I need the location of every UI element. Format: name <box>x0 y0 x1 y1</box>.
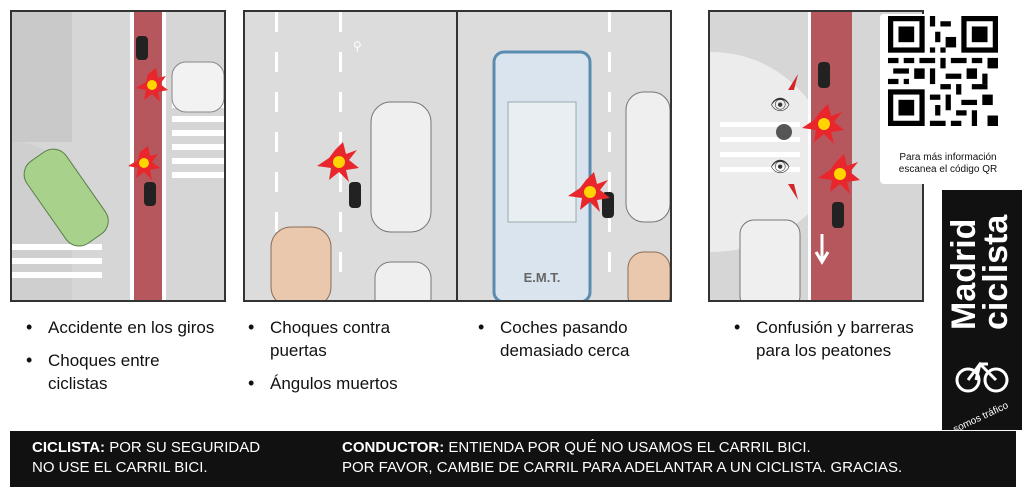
cyclist-label: CICLISTA: <box>32 439 106 456</box>
brand-tagline: somos tráfico <box>952 400 1011 430</box>
driver-text-1: ENTIENDA POR QUÉ NO USAMOS EL CARRIL BIC… <box>448 439 811 456</box>
list-item: Coches pasando demasiado cerca <box>470 316 670 362</box>
driver-label: CONDUCTOR: <box>342 439 445 456</box>
eye-icon: 👁 <box>770 159 790 176</box>
cyclist-message: CICLISTA: POR SU SEGURIDAD NO USE EL CAR… <box>32 438 322 478</box>
panel-2-bullets: Choques contra puertas Ángulos muertos <box>240 316 440 405</box>
qr-caption-line-1: Para más información <box>899 152 997 163</box>
pedestrian-icon <box>776 124 792 140</box>
brand-line-1: Madrid <box>945 218 983 330</box>
bus-label: E.M.T. <box>524 270 561 285</box>
arrow-icon <box>788 184 798 200</box>
qr-code-block[interactable]: Para más información escanea el código Q… <box>880 14 1016 184</box>
panel-3-bullets: Coches pasando demasiado cerca <box>470 316 670 372</box>
list-item: Ángulos muertos <box>240 372 440 395</box>
qr-caption-line-2: escanea el código QR <box>898 164 998 175</box>
brand-name: Madrid ciclista <box>945 214 1015 330</box>
illustration-door-crash: ⚲ <box>243 10 459 302</box>
svg-text:⚲: ⚲ <box>353 39 362 53</box>
bicycle-icon: somos tráfico <box>952 361 1011 430</box>
panel-4-bullets: Confusión y barreras para los peatones <box>726 316 916 372</box>
cyclist-text-2: NO USE EL CARRIL BICI. <box>32 459 208 476</box>
eye-icon: 👁 <box>770 97 790 114</box>
illustration-turning-accident <box>10 10 226 302</box>
qr-code[interactable] <box>888 16 998 126</box>
bike-lane <box>810 12 852 300</box>
list-item: Confusión y barreras para los peatones <box>726 316 916 362</box>
madrid-ciclista-logo: Madrid ciclista somos tráfico <box>942 190 1022 430</box>
driver-message: CONDUCTOR: ENTIENDA POR QUÉ NO USAMOS EL… <box>342 438 1012 478</box>
driver-text-2: POR FAVOR, CAMBIE DE CARRIL PARA ADELANT… <box>342 459 903 476</box>
cyclist-text-1: POR SU SEGURIDAD <box>109 439 261 456</box>
list-item: Choques contra puertas <box>240 316 440 362</box>
list-item: Accidente en los giros <box>18 316 218 339</box>
qr-caption: Para más información escanea el código Q… <box>880 152 1016 176</box>
footer-banner: CICLISTA: POR SU SEGURIDAD NO USE EL CAR… <box>10 431 1016 487</box>
arrow-icon <box>788 74 798 90</box>
list-item: Choques entre ciclistas <box>18 349 218 395</box>
panel-1-bullets: Accidente en los giros Choques entre cic… <box>18 316 218 405</box>
brand-line-2: ciclista <box>977 214 1015 330</box>
illustration-close-pass: E.M.T. <box>456 10 672 302</box>
